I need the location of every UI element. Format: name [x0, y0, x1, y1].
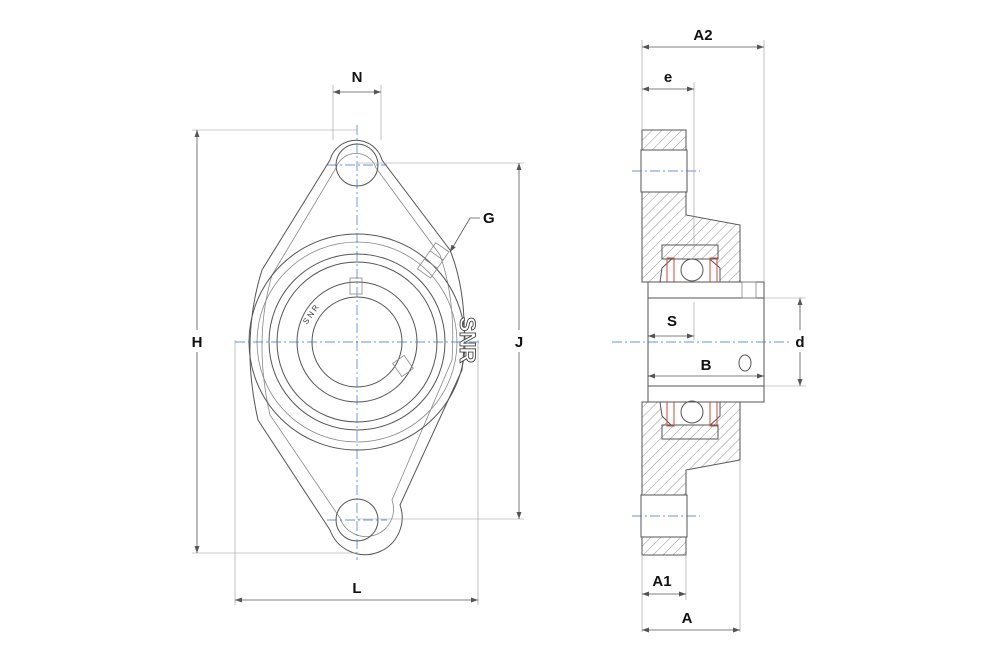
side-view: A2 e S B d A1 A [612, 27, 810, 633]
dim-G: G [483, 210, 495, 227]
dim-A2: A2 [693, 27, 712, 44]
dim-J: J [515, 334, 523, 351]
set-screw-top [349, 277, 363, 295]
dim-B: B [701, 357, 712, 374]
dim-N: N [352, 69, 363, 86]
dim-H: H [192, 334, 203, 351]
housing-brand: SNR [455, 317, 480, 364]
dim-S: S [667, 313, 677, 330]
dim-d: d [795, 334, 804, 351]
flange-inner-edge [261, 153, 454, 537]
outer-race-bottom [661, 424, 719, 440]
ball-bottom [680, 400, 704, 424]
dim-L: L [352, 580, 361, 597]
outer-race-top [661, 244, 719, 260]
set-screw [741, 281, 757, 299]
front-view: SNR S N R N H J L G [186, 69, 530, 605]
dim-A1: A1 [652, 573, 671, 590]
ball-top [680, 258, 704, 282]
flange-outline [249, 139, 465, 556]
dim-A: A [682, 610, 693, 627]
set-screw-bottom [392, 354, 414, 378]
grease-nipple [416, 242, 450, 279]
lube-hole [738, 354, 752, 372]
dim-e: e [664, 69, 672, 86]
